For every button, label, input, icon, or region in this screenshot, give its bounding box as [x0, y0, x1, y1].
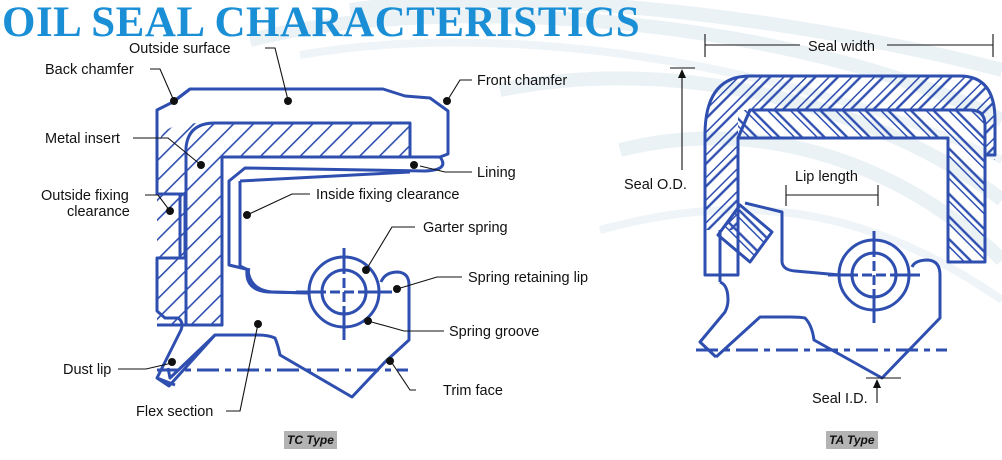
- tc-dust-lip: [156, 333, 217, 388]
- label-outside-fixing-clearance-line1: Outside fixing: [41, 188, 129, 204]
- label-inside-fixing-clearance: Inside fixing clearance: [316, 187, 459, 203]
- tc-leaders: [118, 47, 472, 412]
- page-title: OIL SEAL CHARACTERISTICS: [2, 0, 641, 46]
- label-seal-id: Seal I.D.: [812, 391, 868, 407]
- ta-garter-spring: [828, 231, 920, 323]
- ta-lip-profile: [744, 201, 841, 277]
- label-seal-od: Seal O.D.: [624, 177, 687, 193]
- label-dust-lip: Dust lip: [63, 362, 111, 378]
- label-flex-section: Flex section: [136, 404, 213, 420]
- label-garter-spring: Garter spring: [423, 220, 508, 236]
- tc-labels: Outside surface Back chamfer Front chamf…: [41, 41, 588, 420]
- ta-lower-body: [698, 258, 942, 380]
- ta-labels: Seal width Seal O.D. Lip length Seal I.D…: [624, 39, 875, 407]
- label-spring-groove: Spring groove: [449, 324, 539, 340]
- tc-spring-retaining-lip: [166, 270, 411, 399]
- label-outside-surface: Outside surface: [129, 41, 231, 57]
- label-back-chamfer: Back chamfer: [45, 62, 134, 78]
- label-trim-face: Trim face: [443, 383, 503, 399]
- ta-type-caption: TA Type: [826, 431, 878, 449]
- tc-type-caption: TC Type: [284, 431, 337, 449]
- label-front-chamfer: Front chamfer: [477, 73, 567, 89]
- label-spring-retaining-lip: Spring retaining lip: [468, 270, 588, 286]
- tc-garter-spring: [296, 248, 392, 340]
- tc-lining: [227, 156, 445, 272]
- label-lip-length: Lip length: [795, 169, 858, 185]
- label-outside-fixing-clearance-line2: clearance: [67, 204, 130, 220]
- ta-dimensions: [670, 34, 994, 403]
- tc-inner-lip: [245, 268, 311, 295]
- ta-inner-case: [736, 108, 987, 264]
- tc-seal-drawing: [155, 87, 450, 399]
- label-metal-insert: Metal insert: [45, 131, 120, 147]
- label-lining: Lining: [477, 165, 516, 181]
- ta-seal-drawing: [696, 74, 997, 380]
- label-seal-width: Seal width: [808, 39, 875, 55]
